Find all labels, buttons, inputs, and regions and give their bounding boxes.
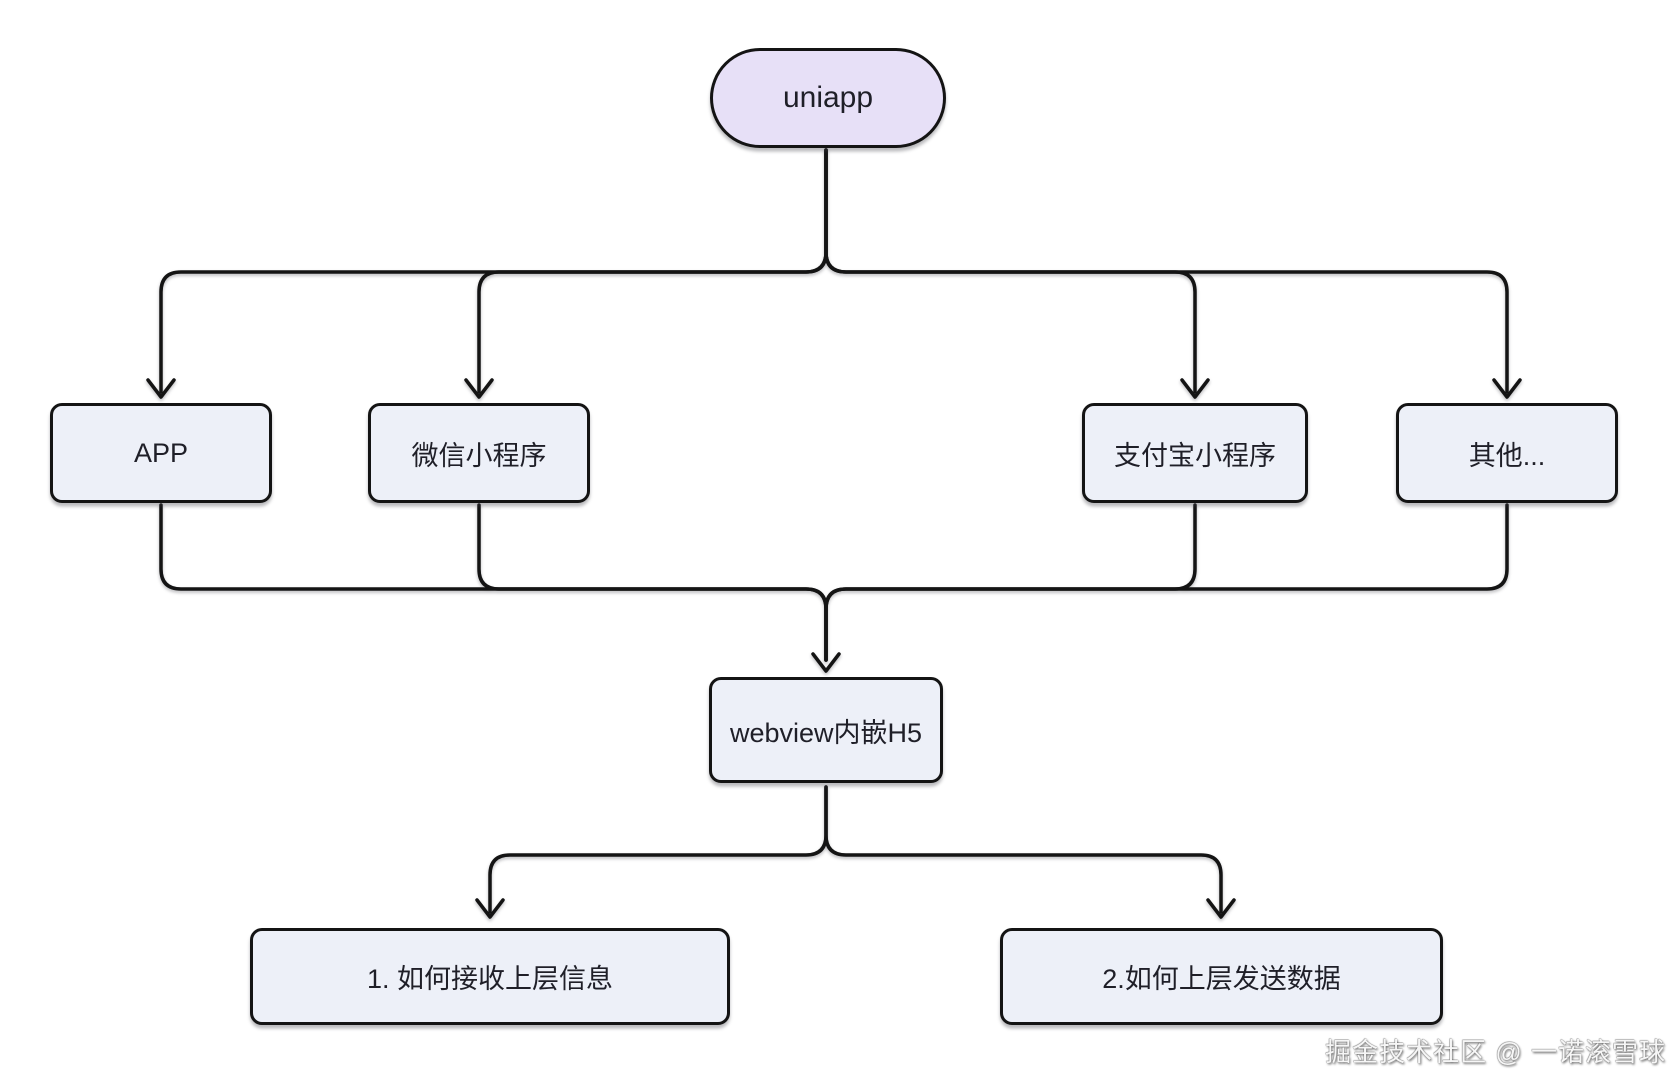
node-other-label: 其他... bbox=[1468, 440, 1546, 471]
node-alipay-miniprogram: 支付宝小程序 bbox=[1082, 403, 1308, 503]
node-uniapp-label: uniapp bbox=[782, 81, 874, 114]
node-wechat-miniprogram-label: 微信小程序 bbox=[411, 440, 547, 471]
edge-app-webview bbox=[159, 503, 828, 662]
watermark: 掘金技术社区 @ 一诺滚雪球 bbox=[1325, 1037, 1666, 1067]
node-webview-h5: webview内嵌H5 bbox=[709, 677, 943, 783]
edge-webview-q1 bbox=[475, 785, 828, 919]
edge-alipay-webview bbox=[824, 503, 1197, 662]
edge-other-webview bbox=[811, 503, 1509, 673]
node-question-receive-label: 1. 如何接收上层信息 bbox=[366, 964, 614, 994]
node-other: 其他... bbox=[1396, 403, 1618, 503]
edge-uniapp-other bbox=[824, 148, 1522, 399]
node-app-label: APP bbox=[133, 437, 189, 468]
edge-uniapp-wechat bbox=[464, 148, 828, 399]
node-webview-h5-label: webview内嵌H5 bbox=[729, 717, 923, 748]
node-question-send: 2.如何上层发送数据 bbox=[1000, 928, 1443, 1025]
node-question-send-label: 2.如何上层发送数据 bbox=[1102, 964, 1341, 994]
node-alipay-miniprogram-label: 支付宝小程序 bbox=[1114, 440, 1276, 471]
edge-webview-q2 bbox=[824, 785, 1236, 919]
node-app: APP bbox=[50, 403, 272, 503]
node-question-receive: 1. 如何接收上层信息 bbox=[250, 928, 730, 1025]
node-wechat-miniprogram: 微信小程序 bbox=[368, 403, 590, 503]
edge-wechat-webview bbox=[477, 503, 828, 662]
node-uniapp: uniapp bbox=[710, 48, 946, 148]
